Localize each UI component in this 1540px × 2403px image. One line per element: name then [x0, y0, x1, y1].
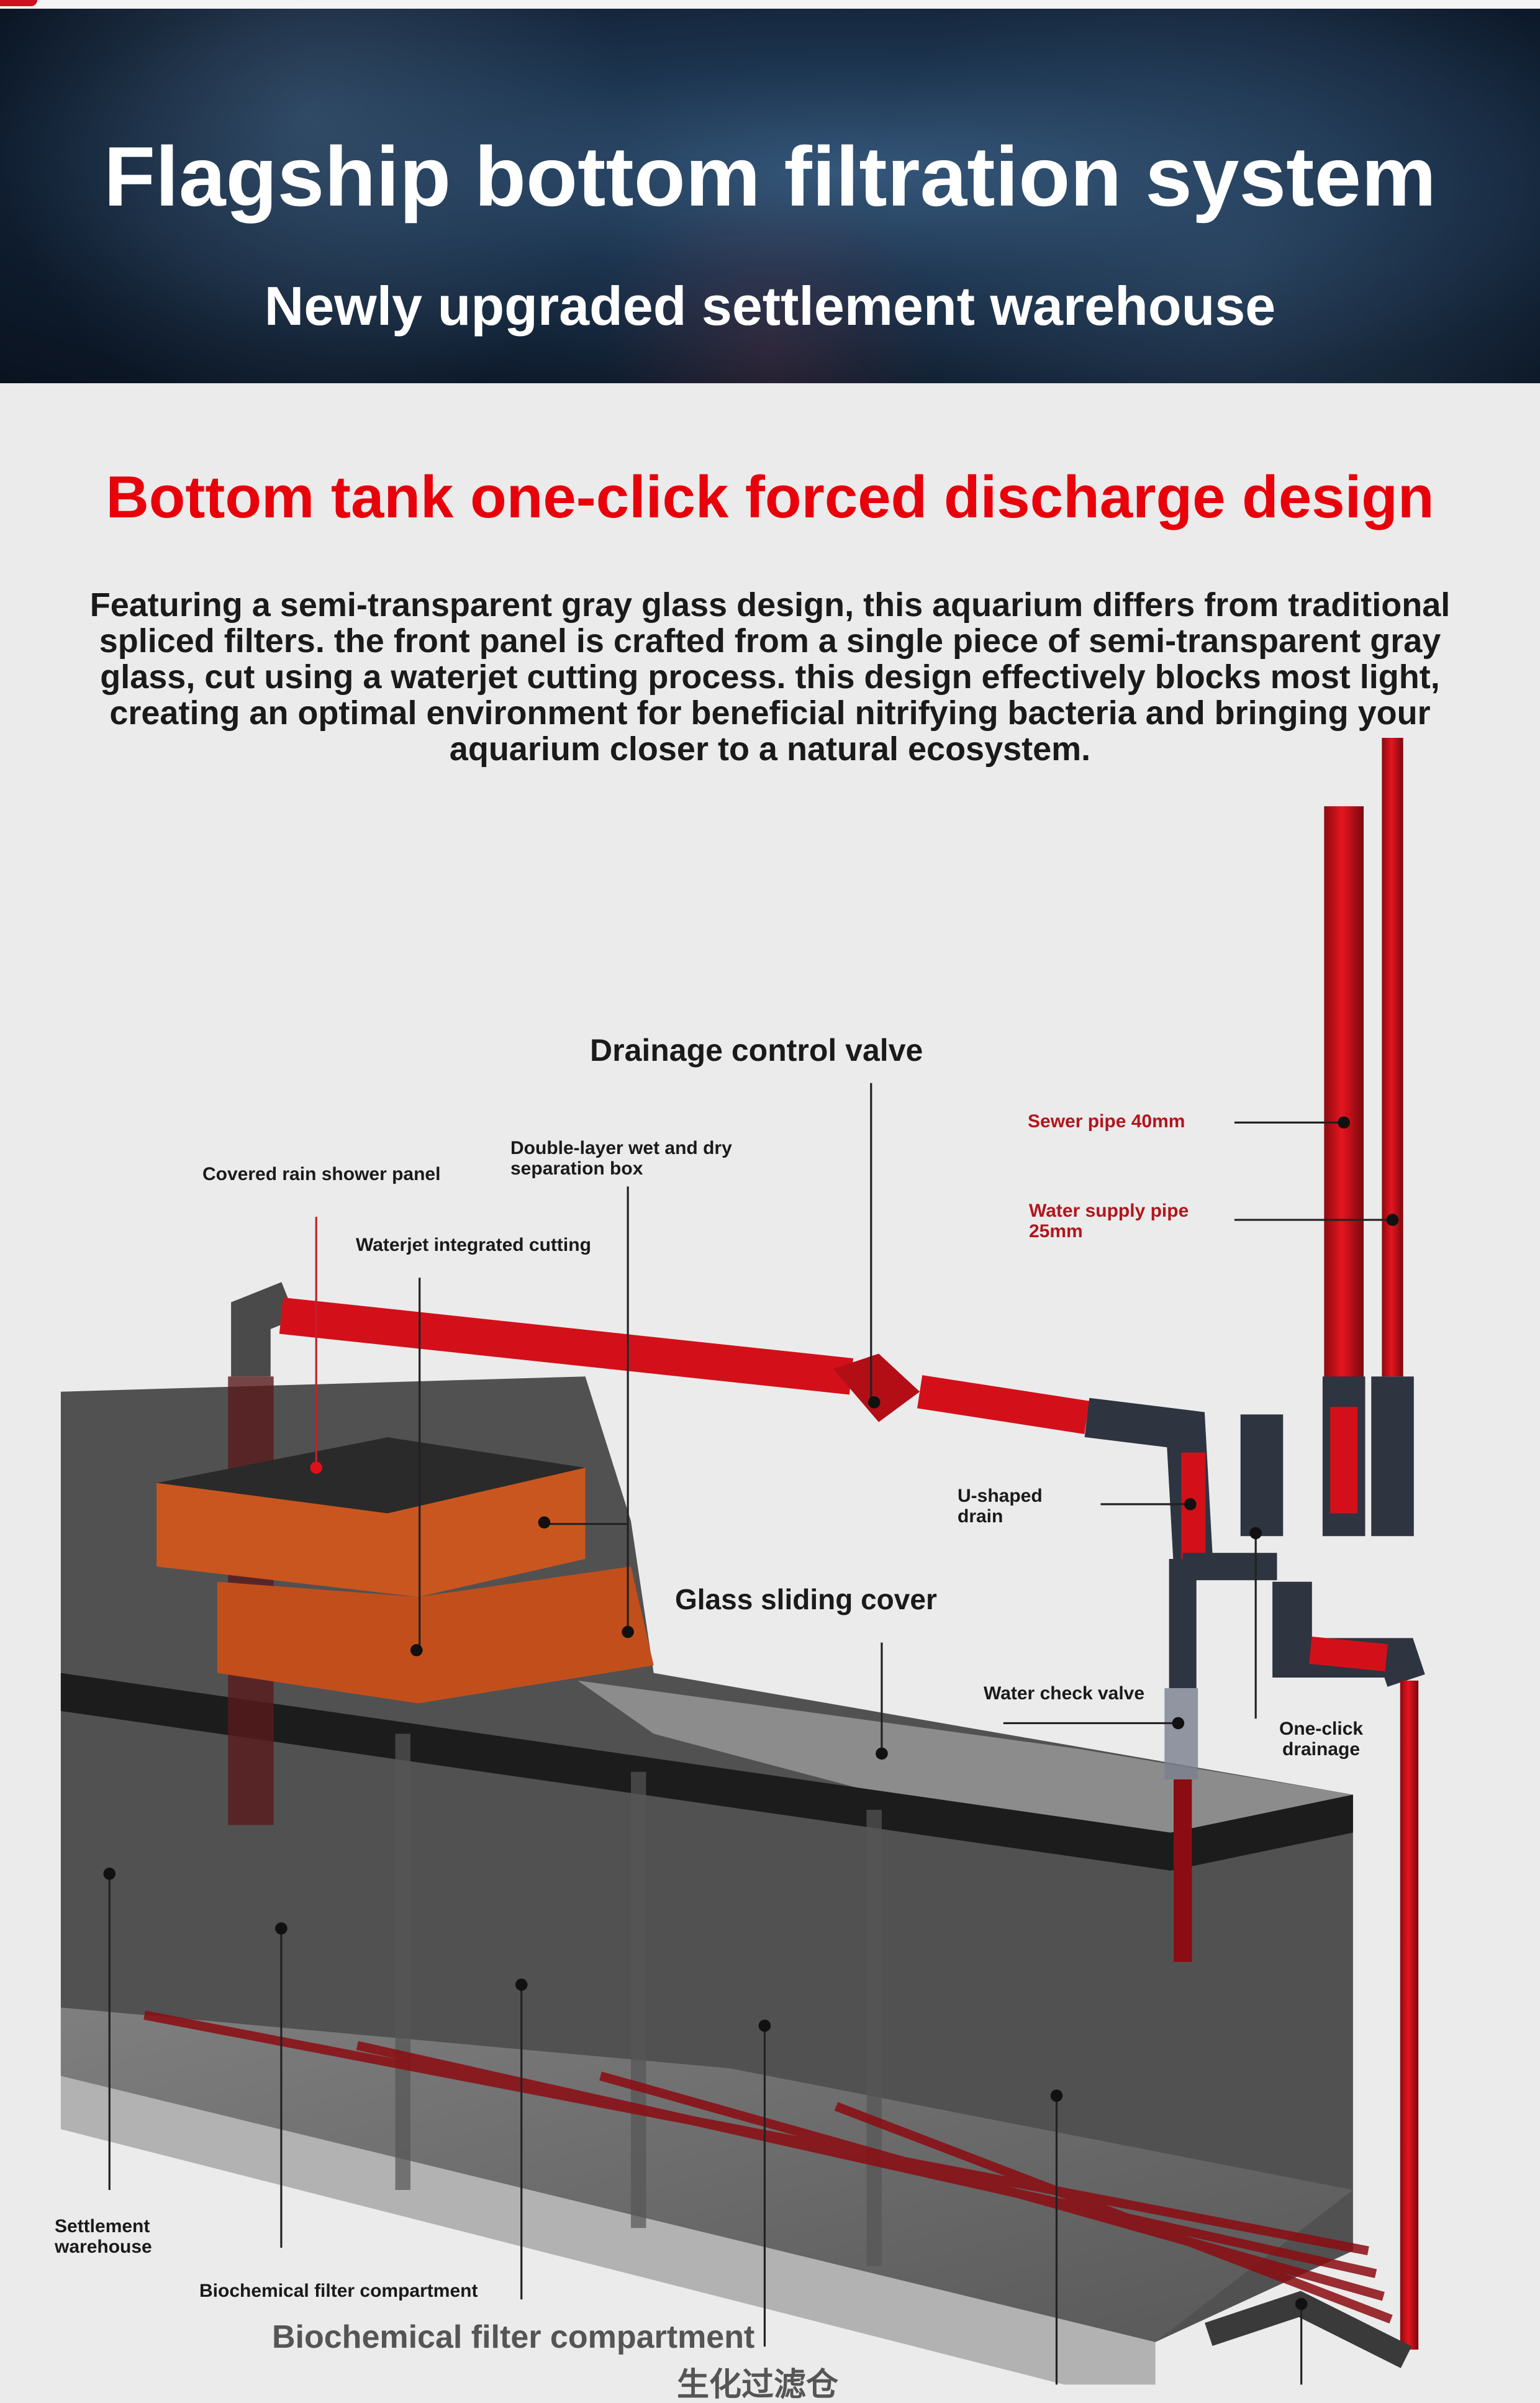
u-drain-pipe — [1084, 1397, 1213, 1568]
label-biochem-large: Biochemical filter compartment — [272, 2319, 755, 2355]
label-line: separation box — [510, 1158, 643, 1179]
label-one-click-drainage: One-click drainage — [1279, 1719, 1363, 1760]
glass-divider — [866, 1809, 882, 2266]
hero-texture — [0, 0, 1540, 383]
leader-dot-red — [310, 1461, 323, 1474]
label-supply-pipe: Water supply pipe 25mm — [1029, 1201, 1189, 1242]
label-line: One-click — [1279, 1719, 1364, 1739]
shower-panel — [156, 1437, 586, 1514]
label-separation-box: Double-layer wet and dry separation box — [510, 1138, 732, 1179]
red-corner-mark — [0, 0, 37, 6]
bottom-pipes — [143, 2010, 1393, 2324]
label-rain-shower-panel: Covered rain shower panel — [202, 1164, 441, 1184]
label-line: 25mm — [1029, 1221, 1083, 1242]
glass-divider — [630, 1771, 646, 2228]
label-waterjet-cutting: Waterjet integrated cutting — [356, 1235, 591, 1255]
section-description: Featuring a semi-transparent gray glass … — [89, 586, 1451, 768]
sewer-pipe-40mm — [1324, 806, 1364, 1384]
elbow-inlet — [231, 1282, 296, 1377]
label-sewer-pipe: Sewer pipe 40mm — [1028, 1111, 1185, 1132]
section-heading: Bottom tank one-click forced discharge d… — [106, 464, 1434, 530]
label-settlement-warehouse: Settlement warehouse — [55, 2216, 152, 2257]
tank-lid — [60, 1673, 1353, 1871]
drainage-valve-body — [833, 1353, 920, 1422]
label-line: U-shaped — [958, 1486, 1043, 1506]
pipe-segment — [917, 1375, 1090, 1434]
label-line: Double-layer wet and dry — [510, 1138, 732, 1158]
drawer-upper — [156, 1468, 586, 1597]
label-drainage-valve: Drainage control valve — [590, 1033, 923, 1068]
return-pipe — [1400, 1680, 1419, 2350]
pipe-fitting — [1169, 1553, 1277, 1689]
hero-title: Flagship bottom filtration system — [104, 129, 1436, 224]
label-biochem-small: Biochemical filter compartment — [199, 2281, 478, 2301]
hero-subtitle: Newly upgraded settlement warehouse — [264, 275, 1276, 337]
hero-banner: Flagship bottom filtration system Newly … — [0, 0, 1540, 383]
label-line: Settlement — [55, 2216, 150, 2237]
label-line: drainage — [1282, 1739, 1361, 1760]
water-supply-pipe-25mm — [1382, 737, 1403, 1377]
pipe-segment — [1330, 1407, 1358, 1514]
label-biochem-chinese: 生化过滤仓 — [677, 2367, 839, 2403]
tank-base — [60, 2007, 1353, 2342]
label-water-check-valve: Water check valve — [984, 1683, 1145, 1704]
pipe-segment — [1173, 1779, 1192, 1962]
drawer-lower — [217, 1566, 654, 1704]
check-valve — [1164, 1688, 1198, 1779]
glass-top — [578, 1680, 1353, 1871]
label-line: warehouse — [55, 2237, 152, 2257]
leader-lines — [108, 1083, 1393, 2385]
label-glass-sliding-cover: Glass sliding cover — [675, 1583, 937, 1615]
label-u-shaped-drain: U-shaped drain — [958, 1486, 1043, 1527]
label-line: drain — [958, 1506, 1003, 1527]
label-line: Water supply pipe — [1029, 1201, 1189, 1221]
leader-dots — [103, 1116, 1399, 2310]
sewer-main-pipe — [279, 1297, 854, 1395]
pipe-segment — [1309, 1636, 1388, 1672]
tank-front-lower — [60, 2076, 1156, 2385]
top-divider — [0, 0, 1540, 9]
glass-divider — [395, 1733, 411, 2191]
pipe-fitting — [1240, 1376, 1414, 1537]
